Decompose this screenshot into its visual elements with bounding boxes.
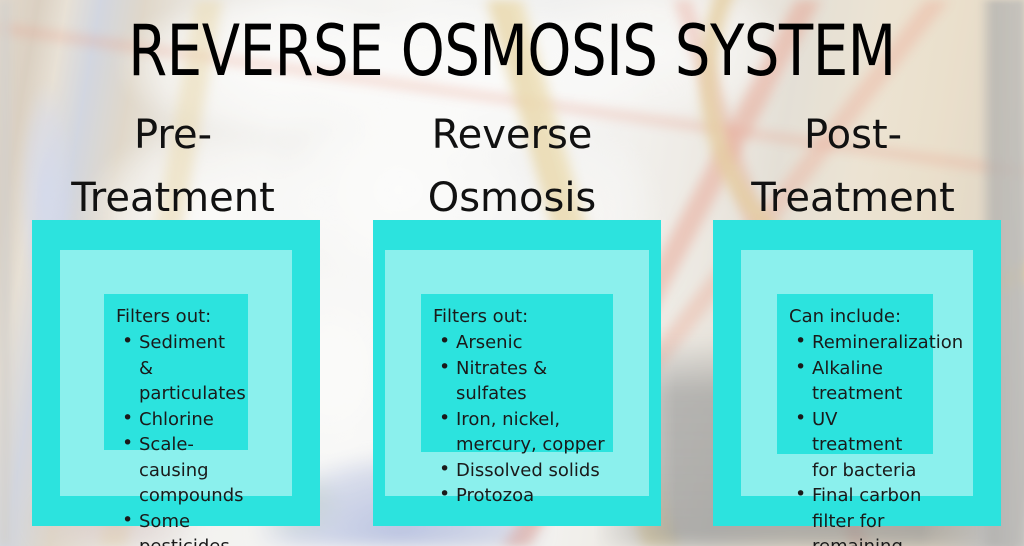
column-heading-line-2: Treatment [71,175,275,221]
column-heading-reverse-osmosis: Reverse Osmosis [357,104,667,230]
card-body: Filters out: Sediment & particulates Chl… [104,294,248,546]
list-item: Chlorine [116,406,242,433]
card-post-treatment: Can include: Remineralization Alkaline t… [713,220,1001,546]
column-heading-line-1: Pre- [133,112,213,158]
card-body: Filters out: Arsenic Nitrates & sulfates… [421,294,613,507]
card-lead-text: Filters out: [433,306,529,327]
column-heading-pre-treatment: Pre- Treatment [18,104,328,230]
list-item: UV treatment for bacteria [789,406,927,484]
list-item: Sediment & particulates [116,329,246,407]
list-item: Arsenic [433,329,607,356]
card-body: Can include: Remineralization Alkaline t… [777,294,963,546]
card-lead-text: Can include: [789,306,902,327]
list-item: Nitrates & sulfates [433,355,607,407]
card-pre-treatment: Filters out: Sediment & particulates Chl… [32,220,320,546]
list-item: Protozoa [433,482,607,509]
column-heading-line-1: Post- [803,112,903,158]
list-item: Remineralization [789,329,963,356]
card-inner-frame: Can include: Remineralization Alkaline t… [741,250,973,546]
list-item: Some pesticides & bacteria [116,508,242,546]
list-item: Scale-causing compounds [116,431,244,509]
column-heading-line-2: Osmosis [427,175,597,221]
card-inner-frame: Filters out: Sediment & particulates Chl… [60,250,292,546]
column-heading-line-2: Treatment [751,175,955,221]
column-heading-post-treatment: Post- Treatment [698,104,1008,230]
card-lead-text: Filters out: [116,306,212,327]
card-bullet-list: Arsenic Nitrates & sulfates Iron, nickel… [433,329,607,509]
list-item: Alkaline treatment [789,355,927,407]
column-heading-line-1: Reverse [431,112,593,158]
card-reverse-osmosis: Filters out: Arsenic Nitrates & sulfates… [373,220,661,526]
list-item: Iron, nickel, mercury, copper [433,406,607,458]
list-item: Dissolved solids [433,457,607,484]
card-bullet-list: Remineralization Alkaline treatment UV t… [789,329,963,546]
list-item: Final carbon filter for remaining organi… [789,482,927,546]
card-inner-frame: Filters out: Arsenic Nitrates & sulfates… [385,250,649,507]
page-title: REVERSE OSMOSIS SYSTEM [128,10,896,92]
card-bullet-list: Sediment & particulates Chlorine Scale-c… [116,329,246,546]
